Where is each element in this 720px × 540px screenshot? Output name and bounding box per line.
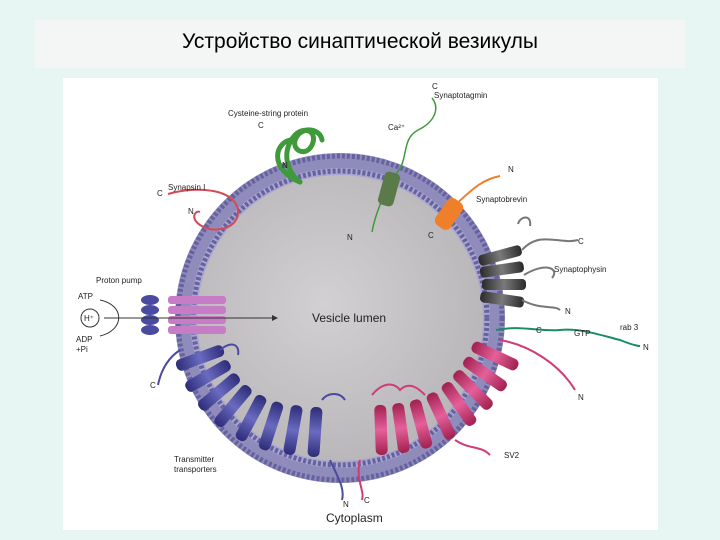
transporter-helix-6 <box>258 401 284 451</box>
transporter-helix-8 <box>307 406 323 458</box>
transporter-helix-7 <box>283 405 303 455</box>
synaptophysin-helix-2 <box>479 261 524 278</box>
vesicle-lumen <box>197 175 483 461</box>
label-synaptobrevin-n: N <box>508 165 514 174</box>
pump-head-1 <box>141 295 159 305</box>
page-title: Устройство синаптической везикулы <box>181 30 538 53</box>
label-synaptophysin-c: C <box>578 237 584 246</box>
label-cysteine-n: N <box>282 161 288 170</box>
sv2-helix-7 <box>392 403 410 453</box>
proton-pump: Proton pump ATP H⁺ ADP +Pi <box>76 276 278 354</box>
label-synapsin: Synapsin I <box>168 183 205 192</box>
pump-head-4 <box>141 325 159 335</box>
label-cysteine-string: Cysteine-string protein <box>228 109 308 118</box>
label-adp: ADP <box>76 335 92 344</box>
membrane-heads-outer <box>175 153 505 483</box>
synaptotagmin-chain <box>394 97 437 176</box>
synaptophysin-helix-1 <box>478 245 522 266</box>
rab-3: C GTP rab 3 N <box>495 323 649 352</box>
proton-flow-arrowhead <box>272 315 278 321</box>
label-synaptotagmin: Synaptotagmin <box>434 91 487 100</box>
synaptobrevin: Synaptobrevin N C <box>428 165 527 240</box>
rab3-chain <box>495 327 641 347</box>
label-sv2: SV2 <box>504 451 520 460</box>
sv2-helix-5 <box>426 392 456 440</box>
synaptotagmin: Synaptotagmin C Ca²⁺ N <box>347 82 487 242</box>
synaptobrevin-helix <box>434 198 464 230</box>
label-bottom-n: N <box>343 500 349 509</box>
sv2-helix-3 <box>453 370 493 410</box>
transporter-helix-3 <box>198 373 240 411</box>
label-rab3-n: N <box>643 343 649 352</box>
label-vesicle-lumen: Vesicle lumen <box>312 311 386 325</box>
label-pi: +Pi <box>76 345 88 354</box>
label-transmitter-2: transporters <box>174 465 217 474</box>
label-synaptotagmin-n: N <box>347 233 353 242</box>
label-sv2-n: N <box>578 393 584 402</box>
label-bottom-c: C <box>364 496 370 505</box>
label-ca: Ca²⁺ <box>388 123 405 132</box>
sv2-helix-8 <box>374 404 388 456</box>
sv2: N SV2 <box>357 339 584 501</box>
label-transmitter-1: Transmitter <box>174 455 214 464</box>
sv2-helix-4 <box>441 382 477 426</box>
label-synaptophysin: Synaptophysin <box>554 265 606 274</box>
h-plus-circle <box>80 308 100 328</box>
pump-head-3 <box>141 315 159 325</box>
label-synaptobrevin: Synaptobrevin <box>476 195 527 204</box>
synaptophysin: Synaptophysin C N <box>478 216 606 316</box>
pump-helix-3 <box>168 316 226 324</box>
transporter-helix-5 <box>235 394 267 442</box>
transporter-helix-4 <box>214 385 252 427</box>
cysteine-string-protein: Cysteine-string protein C N <box>228 109 325 185</box>
label-synapsin-n: N <box>188 207 194 216</box>
label-cysteine-c: C <box>258 121 264 130</box>
synaptophysin-loops <box>517 216 579 311</box>
label-rab3: rab 3 <box>620 323 639 332</box>
sv2-helix-6 <box>409 399 433 449</box>
cysteine-coil <box>284 127 325 185</box>
synapsin-chain <box>167 188 240 231</box>
sv2-helix-1 <box>471 341 519 371</box>
label-h-plus: H⁺ <box>84 314 94 323</box>
pump-helix-2 <box>168 306 226 314</box>
cysteine-tail <box>275 137 303 185</box>
transporter-helix-1 <box>175 345 225 371</box>
synaptophysin-helix-3 <box>482 279 526 290</box>
synaptophysin-helix-4 <box>480 291 525 308</box>
label-atp: ATP <box>78 292 93 301</box>
sv2-helix-2 <box>463 356 507 392</box>
synaptotagmin-helix <box>377 171 401 207</box>
label-synaptobrevin-c: C <box>428 231 434 240</box>
label-rab3-c: C <box>536 326 542 335</box>
label-synaptophysin-n: N <box>565 307 571 316</box>
vesicle-membrane <box>175 153 505 483</box>
label-cytoplasm: Cytoplasm <box>326 511 383 525</box>
pump-helix-1 <box>168 296 226 304</box>
transporter-loops <box>157 343 346 501</box>
pump-helix-4 <box>168 326 226 334</box>
synapsin-i: Synapsin I C N <box>157 183 240 231</box>
transmitter-transporters: C Transmitter transporters N C <box>150 343 370 509</box>
label-transporter-c: C <box>150 381 156 390</box>
label-gtp: GTP <box>574 329 590 338</box>
title-bar: Устройство синаптической везикулы <box>35 20 685 68</box>
transporter-helix-2 <box>185 360 231 392</box>
label-synapsin-c: C <box>157 189 163 198</box>
pump-head-2 <box>141 305 159 315</box>
label-synaptotagmin-c: C <box>432 82 438 91</box>
label-proton-pump: Proton pump <box>96 276 142 285</box>
sv2-loops <box>357 339 576 501</box>
